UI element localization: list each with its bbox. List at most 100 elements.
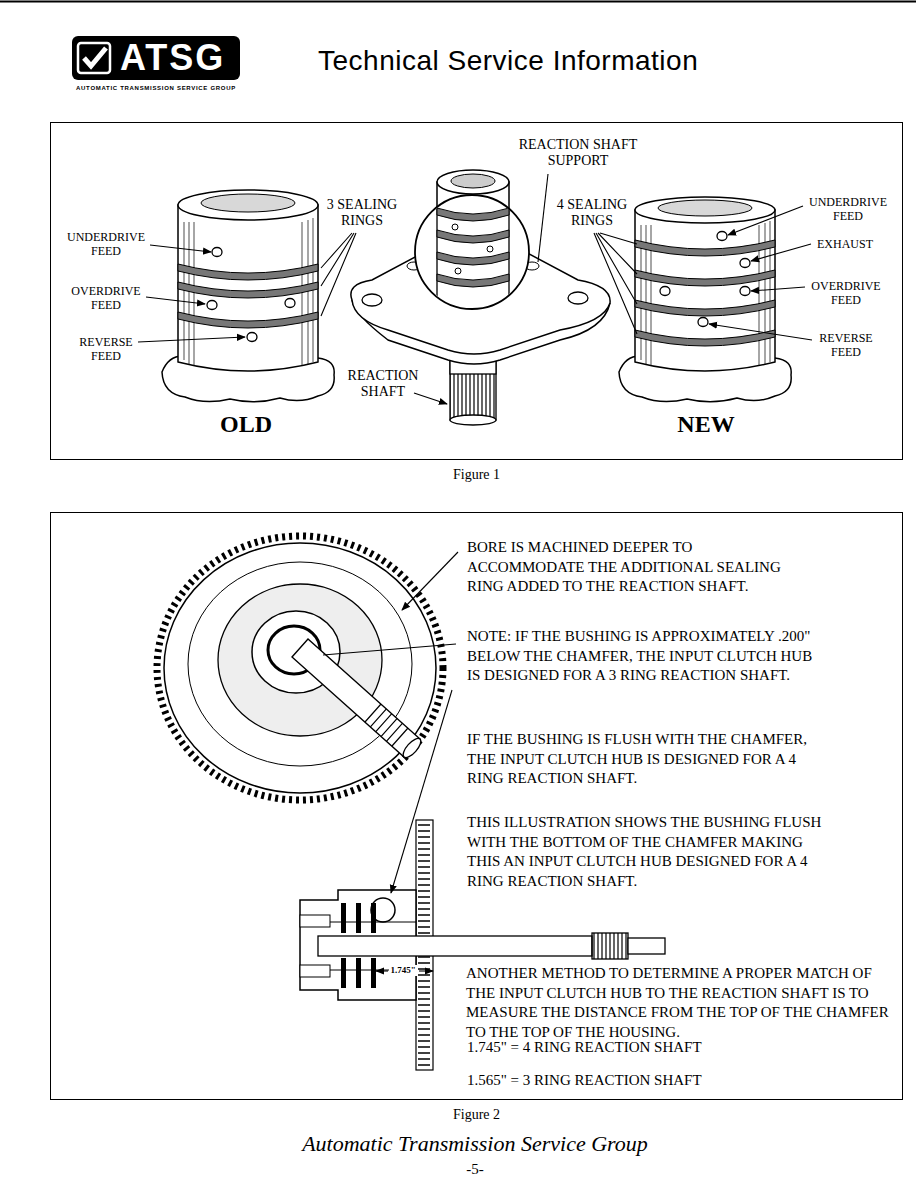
center-support-drawing	[362, 294, 382, 306]
center-support-drawing	[455, 268, 461, 274]
figure2-leaders	[323, 644, 456, 655]
center-support-drawing	[437, 190, 509, 315]
clutch-hub-drawing	[292, 639, 420, 757]
new-support-drawing	[740, 259, 750, 268]
part-label: REACTION SHAFT	[343, 368, 423, 400]
new-support-drawing	[717, 232, 727, 241]
note-text: BORE IS MACHINED DEEPER TO ACCOMMODATE T…	[467, 538, 785, 597]
new-support-drawing	[658, 200, 752, 216]
clutch-hub-drawing	[157, 536, 443, 800]
clutch-hub-section	[371, 958, 376, 988]
old-support-drawing	[178, 264, 318, 280]
center-support-drawing	[415, 195, 529, 309]
old-support-drawing	[207, 301, 217, 310]
logo-tagline: AUTOMATIC TRANSMISSION SERVICE GROUP	[76, 84, 236, 92]
center-support-drawing	[437, 208, 509, 221]
figure2-leaders	[376, 970, 388, 971]
old-support-drawing	[178, 282, 318, 298]
old-support-drawing	[178, 205, 318, 371]
page-number: -5-	[445, 1160, 505, 1178]
leader-lines	[594, 233, 637, 334]
leader-lines	[414, 393, 447, 404]
clutch-hub-drawing	[400, 736, 423, 761]
new-support-drawing	[660, 287, 670, 296]
center-support-drawing	[437, 170, 509, 194]
center-support-drawing	[451, 174, 495, 188]
clutch-hub-drawing	[157, 536, 443, 800]
clutch-hub-drawing	[365, 704, 408, 746]
callout-label: OVERDRIVE FEED	[806, 279, 886, 307]
center-support-drawing	[437, 190, 509, 315]
new-support-drawing	[635, 300, 775, 316]
old-support-drawing	[162, 190, 334, 402]
spec-text: 1.745" = 4 RING REACTION SHAFT	[467, 1038, 867, 1058]
clutch-hub-section	[371, 898, 395, 922]
new-support-drawing	[619, 197, 791, 402]
center-support-drawing	[437, 252, 509, 265]
new-support-drawing	[635, 240, 775, 256]
logo-box: ATSGAUTOMATIC TRANSMISSION SERVICE GROUP	[72, 36, 240, 80]
check-icon	[84, 48, 106, 66]
figure2-leaders	[323, 552, 458, 971]
callout-label: OVERDRIVE FEED	[66, 284, 146, 312]
figure2-leaders	[402, 552, 458, 610]
leader-lines	[751, 244, 811, 261]
new-support-drawing	[698, 318, 708, 327]
figure-panel: Figure 1	[50, 122, 903, 460]
version-label: NEW	[661, 410, 751, 438]
clutch-hub-section	[318, 936, 592, 956]
new-support-drawing	[635, 270, 775, 286]
leader-lines	[146, 297, 205, 304]
clutch-hub-section	[628, 938, 665, 954]
center-support-drawing	[437, 230, 509, 243]
page-rule	[0, 1, 916, 3]
callout-label: UNDERDRIVE FEED	[803, 195, 893, 223]
center-support-drawing	[437, 274, 509, 287]
leader-lines	[751, 287, 805, 291]
callout-label: UNDERDRIVE FEED	[61, 230, 151, 258]
leader-lines	[728, 206, 803, 235]
clutch-hub-section	[592, 933, 628, 959]
figure2-leaders	[419, 970, 433, 971]
new-support-drawing	[635, 197, 775, 223]
note-text: ANOTHER METHOD TO DETERMINE A PROPER MAT…	[466, 964, 896, 1042]
clutch-hub-section	[341, 958, 346, 988]
old-support-drawing	[285, 299, 295, 308]
part-label: 3 SEALING RINGS	[319, 197, 405, 229]
clutch-hub-section	[356, 958, 361, 988]
old-support-drawing	[201, 194, 295, 212]
clutch-hub-drawing	[164, 543, 436, 793]
center-support-drawing	[452, 224, 458, 230]
clutch-hub-section	[356, 903, 361, 933]
clutch-hub-section	[300, 965, 330, 977]
figure-caption: Figure 1	[51, 466, 902, 483]
center-support-drawing	[568, 292, 588, 304]
figure2-leaders	[391, 690, 452, 893]
leader-lines	[709, 324, 812, 340]
leader-lines	[138, 337, 245, 342]
page-title: Technical Service Information	[318, 44, 698, 78]
check-icon	[76, 40, 114, 76]
callout-label: EXHAUST	[817, 237, 887, 251]
old-support-drawing	[247, 333, 257, 342]
note-text: THIS ILLUSTRATION SHOWS THE BUSHING FLUS…	[467, 813, 829, 891]
center-support-drawing	[487, 246, 493, 252]
new-support-drawing	[740, 287, 750, 296]
old-support-drawing	[178, 312, 318, 328]
figure-caption: Figure 2	[51, 1106, 902, 1123]
center-support-drawing	[450, 415, 496, 425]
clutch-hub-section	[341, 903, 346, 933]
note-text: NOTE: IF THE BUSHING IS APPROXIMATELY .2…	[467, 627, 829, 686]
old-support-drawing	[212, 248, 222, 257]
page-rule	[0, 1, 916, 2]
callout-label: REVERSE FEED	[814, 331, 878, 359]
logo-text: ATSG	[120, 40, 225, 76]
check-icon	[78, 43, 110, 73]
callout-label: REVERSE FEED	[74, 335, 138, 363]
footer-text: Automatic Transmission Service Group	[175, 1131, 775, 1157]
clutch-hub-section	[300, 915, 330, 927]
leader-lines	[538, 174, 548, 262]
dimension: 1.745"	[389, 965, 417, 976]
leader-lines	[138, 174, 812, 404]
